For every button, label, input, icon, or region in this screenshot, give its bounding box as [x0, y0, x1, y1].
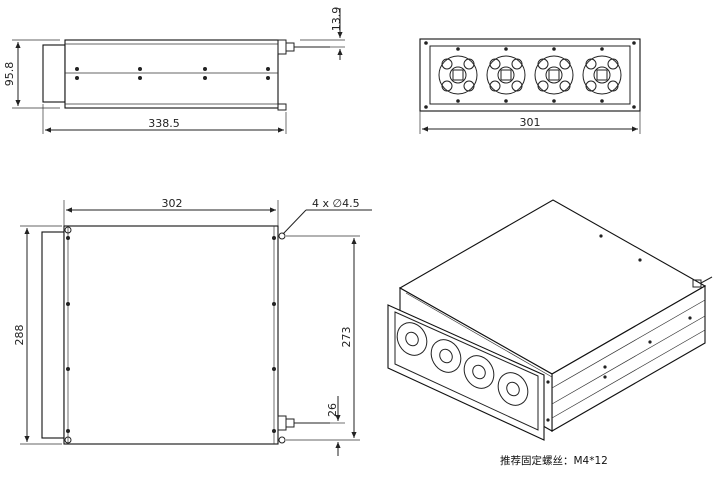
dim-front-width: 301 [520, 116, 541, 129]
top-handle [41, 231, 65, 439]
iso-screws [546, 234, 692, 422]
top-screws [66, 236, 276, 433]
side-screws [75, 67, 270, 80]
front-fan-cluster-3 [534, 55, 574, 95]
iso-fan-cluster-1 [396, 322, 428, 356]
top-body [63, 225, 279, 445]
isometric-view [387, 199, 713, 441]
top-connector [277, 415, 330, 431]
side-handle [42, 44, 66, 103]
side-connector [277, 39, 330, 55]
dim-top-width: 302 [162, 197, 183, 210]
dim-connector-offset: 13.9 [330, 7, 343, 32]
front-fan-cluster-4 [582, 55, 622, 95]
mounting-holes [64, 226, 286, 444]
iso-fan-cluster-2 [430, 339, 462, 373]
side-view: 95.8 13.9 338.5 [3, 7, 345, 134]
front-screws [424, 41, 636, 109]
iso-connector [692, 276, 713, 288]
iso-fan-cluster-3 [463, 355, 495, 389]
front-fan-cluster-2 [486, 55, 526, 95]
front-plate [419, 38, 641, 112]
top-view: 302 288 273 26 4 x ∅4.5 [13, 197, 372, 456]
iso-fan-cluster-4 [497, 372, 529, 406]
dim-side-height: 95.8 [3, 62, 16, 87]
dim-hole-edge-offset: 26 [326, 403, 339, 417]
side-body [64, 39, 279, 109]
front-fan-cluster-1 [438, 55, 478, 95]
dim-hole-spacing: 273 [340, 327, 353, 348]
dim-holes: 4 x ∅4.5 [312, 197, 360, 210]
mounting-screw-note: 推荐固定螺丝：M4*12 [500, 454, 608, 467]
front-view: 301 [419, 38, 641, 134]
dim-side-length: 338.5 [148, 117, 180, 130]
dim-top-depth: 288 [13, 325, 26, 346]
